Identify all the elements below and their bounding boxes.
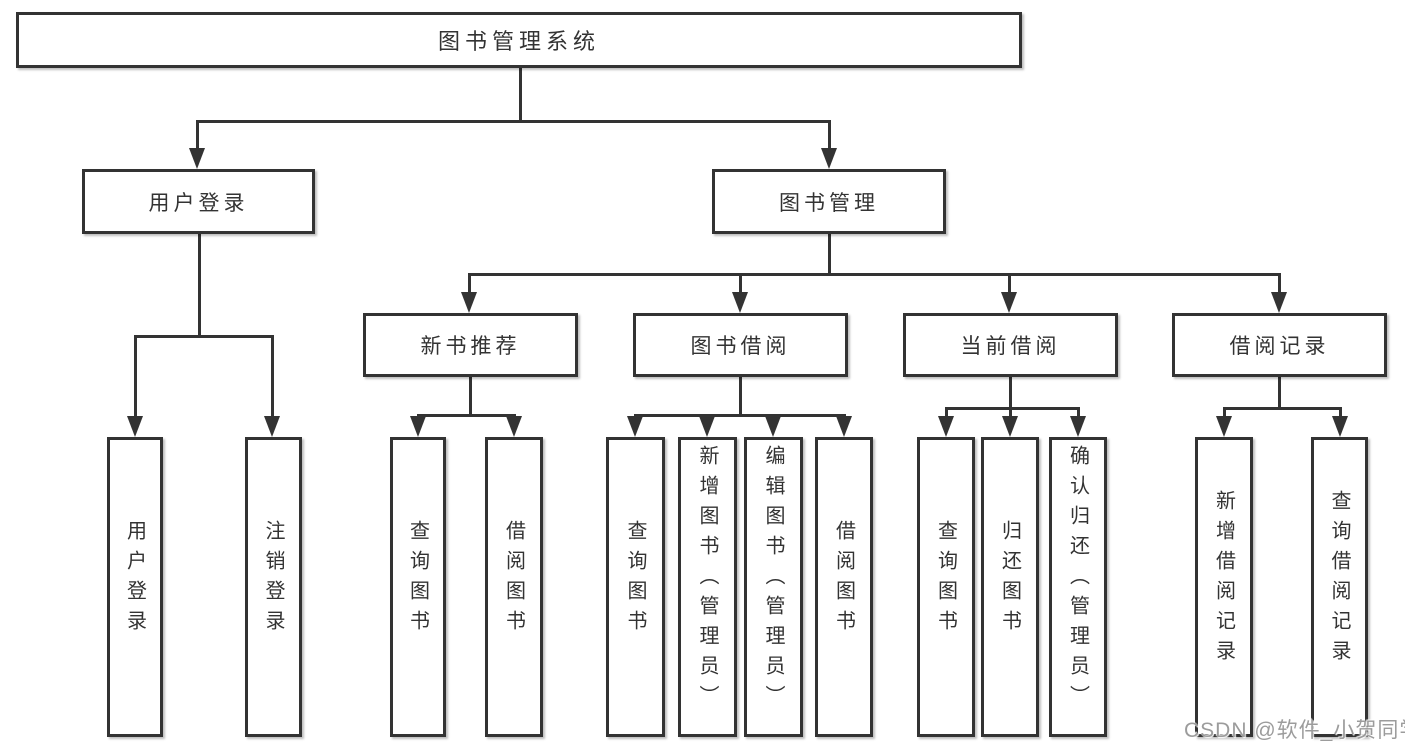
node-label-leaf-query-book-3: 查询图书 [934, 520, 957, 640]
edge-drop-from-new-book [468, 377, 472, 417]
node-leaf-query-record: 查询借阅记录 [1311, 437, 1368, 737]
node-leaf-confirm-return: 确认归还（管理员） [1049, 437, 1107, 737]
node-label-root: 图书管理系统 [437, 29, 600, 54]
edge-drop-from-book-borrow [738, 377, 742, 417]
edge-arrow-shaft-user-login-0 [133, 336, 137, 420]
node-label-leaf-add-book: 新增图书（管理员） [696, 445, 718, 715]
node-label-leaf-return-book: 归还图书 [998, 520, 1021, 640]
arrowhead-down-icon [127, 416, 143, 437]
edge-bus-from-book-borrow [633, 413, 846, 417]
edge-arrow-shaft-book-mgmt-3 [1277, 274, 1281, 296]
arrowhead-down-icon [1001, 292, 1017, 313]
node-label-leaf-add-record: 新增借阅记录 [1212, 490, 1235, 670]
node-leaf-add-book: 新增图书（管理员） [678, 437, 737, 737]
arrowhead-down-icon [732, 292, 748, 313]
node-label-book-borrow: 图书借阅 [690, 335, 791, 358]
node-label-leaf-query-book-1: 查询图书 [406, 520, 429, 640]
node-label-leaf-confirm-return: 确认归还（管理员） [1066, 445, 1089, 715]
node-label-leaf-borrow-book-2: 借阅图书 [832, 520, 855, 640]
node-book-borrow: 图书借阅 [633, 313, 848, 377]
edge-arrow-shaft-book-mgmt-1 [738, 274, 742, 296]
arrowhead-down-icon [189, 148, 205, 169]
node-label-borrow-record: 借阅记录 [1229, 335, 1330, 358]
node-leaf-query-book-3: 查询图书 [917, 437, 975, 737]
edge-arrow-shaft-root-1 [827, 121, 831, 152]
edge-drop-from-borrow-record [1277, 377, 1281, 410]
edge-arrow-shaft-book-mgmt-0 [467, 274, 471, 296]
node-label-leaf-query-record: 查询借阅记录 [1328, 490, 1350, 670]
node-leaf-query-book-2: 查询图书 [606, 437, 665, 737]
node-leaf-borrow-book-1: 借阅图书 [485, 437, 543, 737]
edge-drop-from-user-login [197, 234, 201, 338]
node-current-borrow: 当前借阅 [903, 313, 1118, 377]
edge-arrow-shaft-current-borrow-0 [944, 408, 948, 420]
edge-arrow-shaft-borrow-record-1 [1338, 408, 1342, 420]
arrowhead-down-icon [506, 416, 522, 437]
edge-bus-from-book-mgmt [467, 272, 1281, 276]
edge-bus-from-root [195, 119, 831, 123]
edge-bus-from-borrow-record [1222, 406, 1342, 410]
node-root: 图书管理系统 [16, 12, 1022, 68]
edge-drop-from-current-borrow [1008, 377, 1012, 410]
edge-arrow-shaft-current-borrow-2 [1076, 408, 1080, 420]
node-label-leaf-edit-book: 编辑图书（管理员） [762, 445, 784, 715]
arrowhead-down-icon [1271, 292, 1287, 313]
node-label-book-mgmt: 图书管理 [779, 191, 879, 215]
node-label-new-book: 新书推荐 [420, 335, 521, 358]
node-leaf-borrow-book-2: 借阅图书 [815, 437, 873, 737]
edge-bus-from-current-borrow [944, 406, 1080, 410]
arrowhead-down-icon [410, 416, 426, 437]
arrowhead-down-icon [821, 148, 837, 169]
arrowhead-down-icon [1332, 416, 1348, 437]
arrowhead-down-icon [1070, 416, 1086, 437]
arrowhead-down-icon [765, 416, 781, 437]
arrowhead-down-icon [1002, 416, 1018, 437]
edge-arrow-shaft-book-mgmt-2 [1007, 274, 1011, 296]
node-label-leaf-user-login: 用户登录 [123, 520, 146, 640]
node-label-leaf-logout: 注销登录 [262, 520, 284, 640]
node-leaf-user-login: 用户登录 [107, 437, 163, 737]
node-book-mgmt: 图书管理 [712, 169, 946, 234]
arrowhead-down-icon [836, 416, 852, 437]
node-leaf-add-record: 新增借阅记录 [1195, 437, 1253, 737]
arrowhead-down-icon [699, 416, 715, 437]
edge-arrow-shaft-borrow-record-0 [1222, 408, 1226, 420]
node-leaf-return-book: 归还图书 [981, 437, 1039, 737]
arrowhead-down-icon [627, 416, 643, 437]
node-leaf-query-book-1: 查询图书 [390, 437, 446, 737]
node-label-user-login: 用户登录 [148, 191, 249, 215]
arrowhead-down-icon [1216, 416, 1232, 437]
arrowhead-down-icon [264, 416, 280, 437]
node-label-leaf-borrow-book-1: 借阅图书 [502, 520, 525, 640]
arrowhead-down-icon [938, 416, 954, 437]
arrowhead-down-icon [461, 292, 477, 313]
edge-arrow-shaft-current-borrow-1 [1008, 408, 1012, 420]
node-label-current-borrow: 当前借阅 [960, 335, 1061, 358]
node-borrow-record: 借阅记录 [1172, 313, 1387, 377]
node-user-login: 用户登录 [82, 169, 315, 234]
edge-arrow-shaft-root-0 [195, 121, 199, 152]
node-label-leaf-query-book-2: 查询图书 [624, 520, 646, 640]
edge-bus-from-user-login [133, 334, 274, 338]
node-new-book: 新书推荐 [363, 313, 578, 377]
edge-drop-from-book-mgmt [827, 234, 831, 276]
node-leaf-edit-book: 编辑图书（管理员） [744, 437, 803, 737]
edge-drop-from-root [518, 68, 522, 123]
edge-bus-from-new-book [416, 413, 516, 417]
edge-arrow-shaft-user-login-1 [270, 336, 274, 420]
node-leaf-logout: 注销登录 [245, 437, 302, 737]
csdn-watermark: CSDN @软件_小贺同学 [1184, 719, 1405, 742]
